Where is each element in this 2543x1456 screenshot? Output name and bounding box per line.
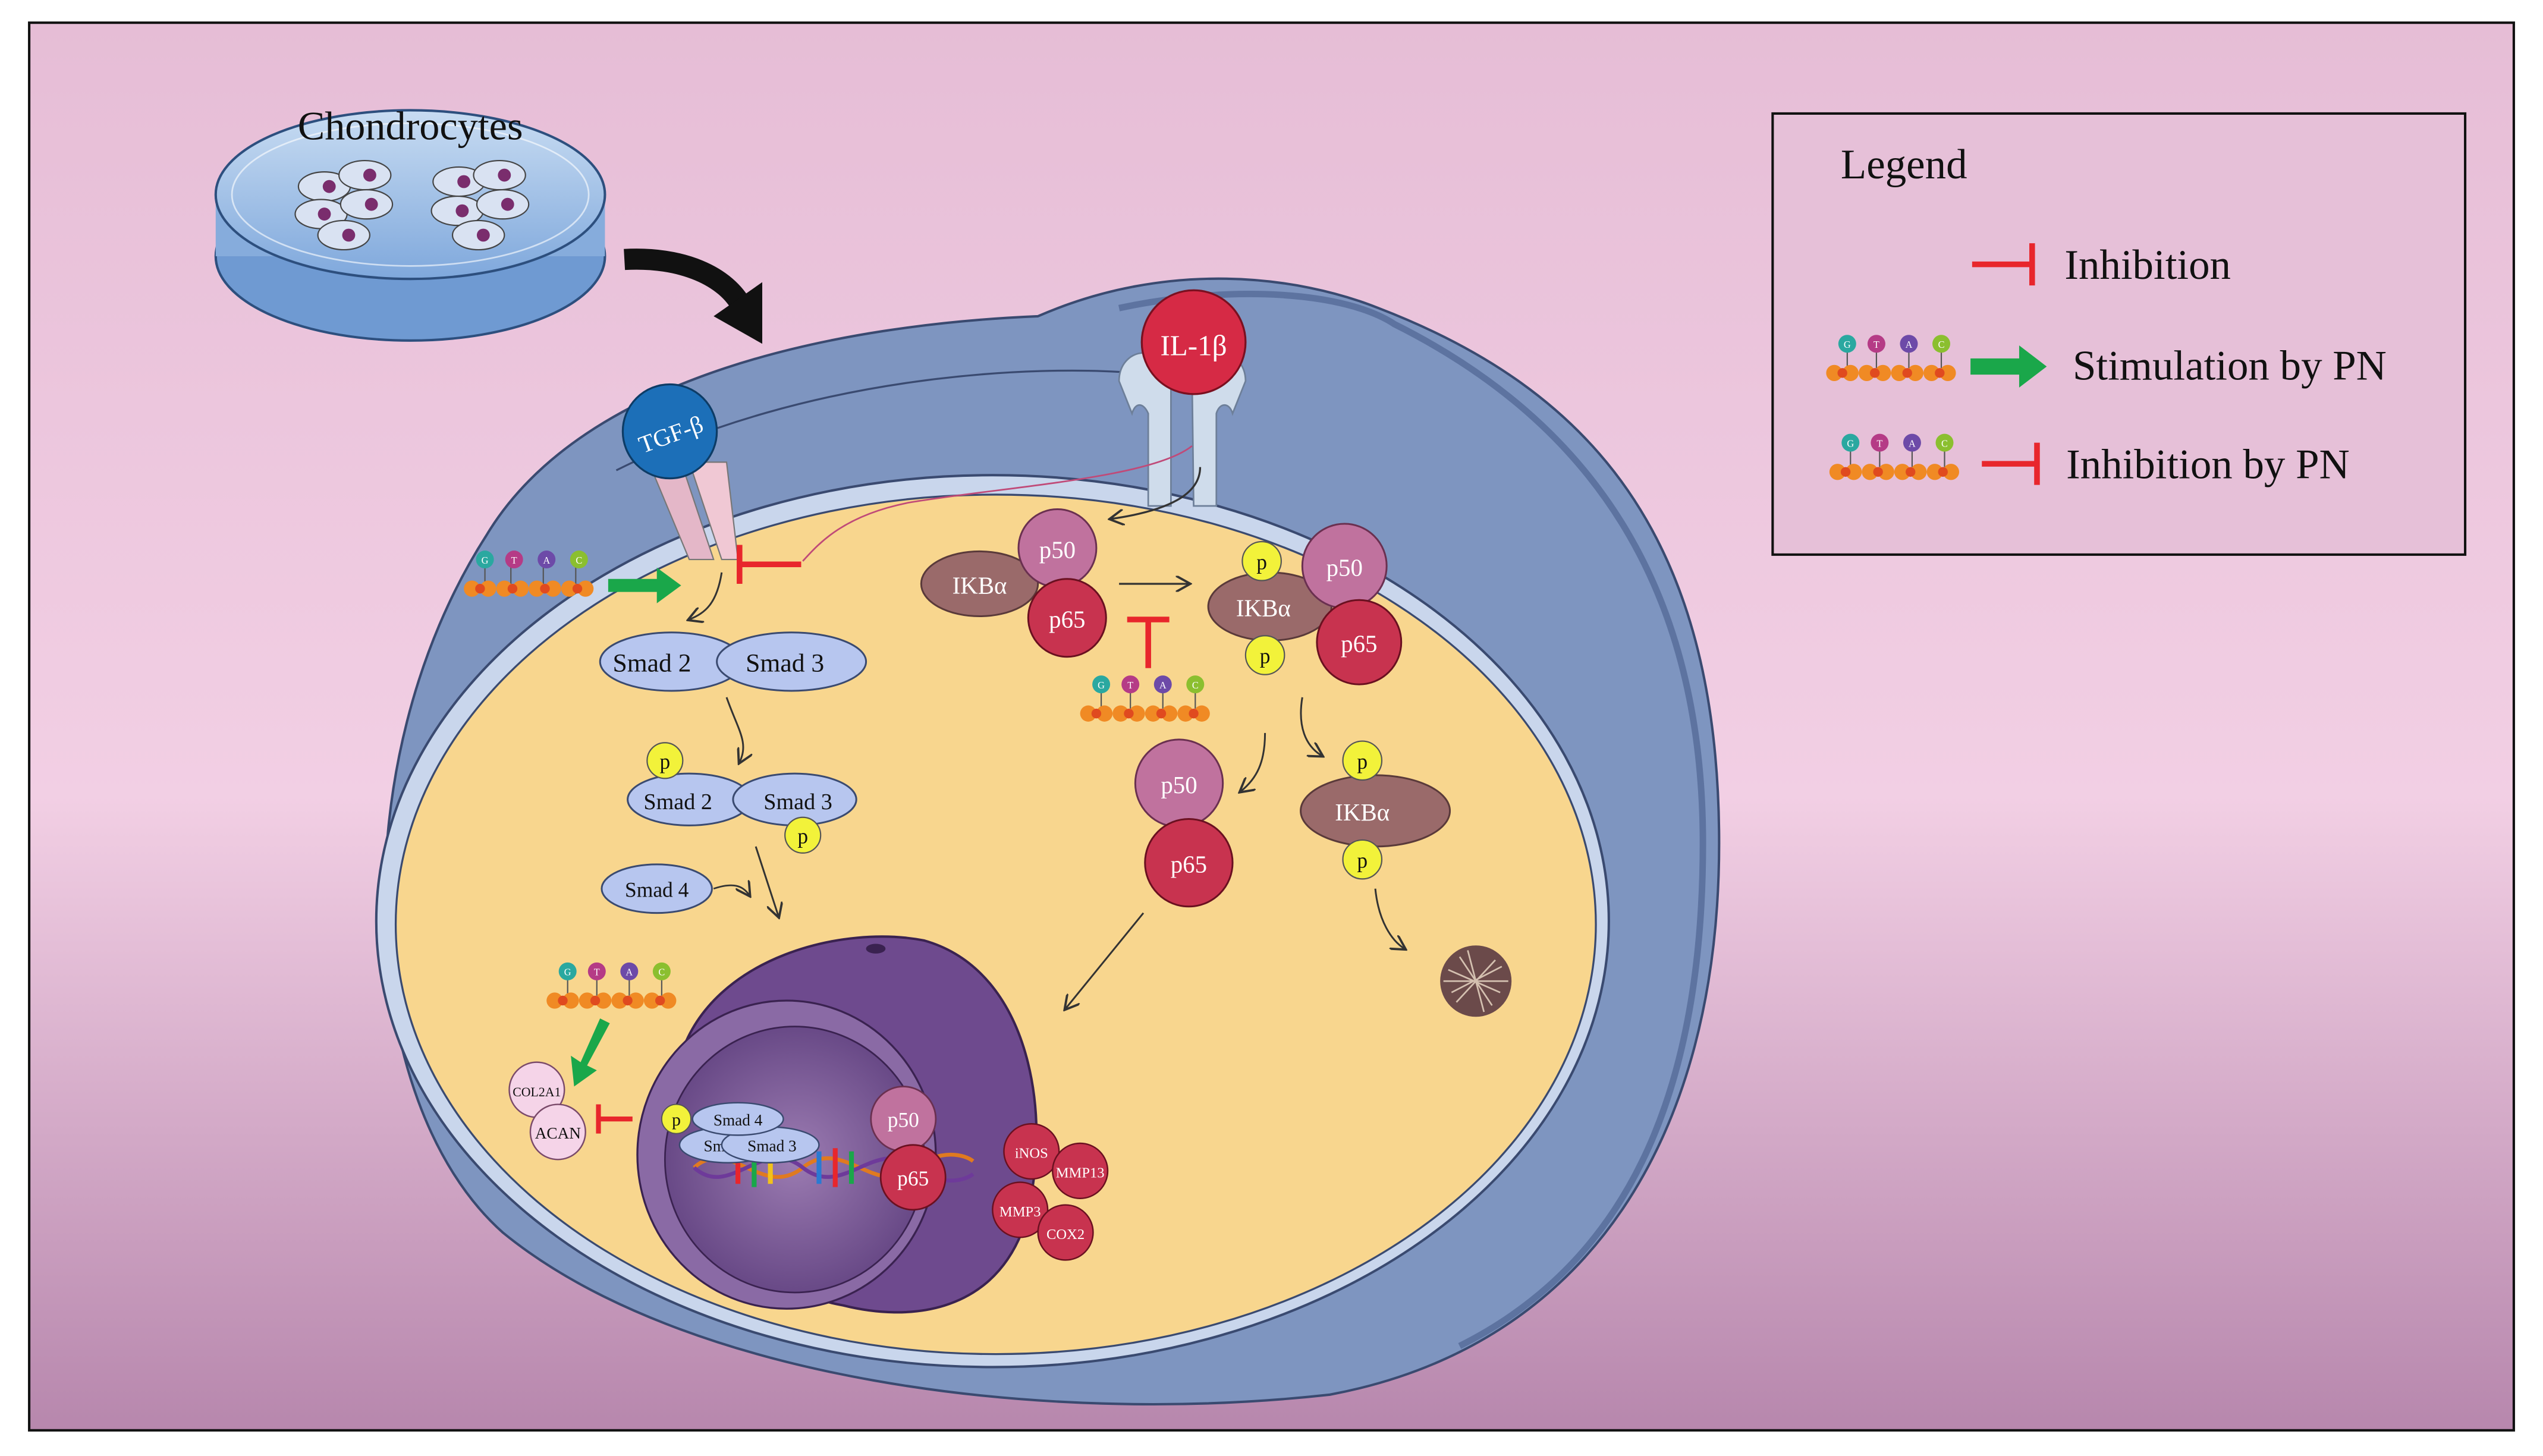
svg-text:COX2: COX2 bbox=[1046, 1227, 1085, 1243]
svg-text:Smad 4: Smad 4 bbox=[713, 1111, 763, 1129]
nucleotide-letter: G bbox=[1098, 680, 1105, 691]
il1-receptor: IL-1β bbox=[1118, 289, 1247, 507]
stimulation-arrow-tgf bbox=[608, 567, 681, 603]
svg-text:p: p bbox=[1260, 644, 1271, 668]
svg-text:IKBα: IKBα bbox=[1236, 595, 1291, 622]
svg-text:MMP13: MMP13 bbox=[1056, 1165, 1105, 1181]
svg-text:p65: p65 bbox=[897, 1166, 929, 1190]
svg-text:COL2A1: COL2A1 bbox=[513, 1085, 561, 1099]
nucleotide-letter: T bbox=[511, 555, 517, 566]
nucleotide-letter: C bbox=[1938, 339, 1945, 350]
tgf-receptor: TGF-β bbox=[621, 383, 739, 561]
il1-crosstalk-line bbox=[802, 445, 1193, 562]
il1-ligand bbox=[1140, 289, 1247, 395]
smad4-node bbox=[601, 863, 713, 914]
nucleotide-letter: G bbox=[482, 555, 489, 566]
nfkb-pathway: IKBα p50 p65 IKBα p p p50 p65 p50 p65 IK… bbox=[920, 467, 1512, 1017]
nucleotide-letter: A bbox=[1159, 680, 1167, 691]
nucleotide-letter: A bbox=[1906, 339, 1913, 350]
anabolic-genes: G T A C COL2A1 ACAN bbox=[508, 962, 677, 1161]
svg-text:p65: p65 bbox=[1171, 851, 1207, 878]
svg-text:p50: p50 bbox=[1039, 536, 1076, 563]
ikba-node bbox=[920, 550, 1039, 618]
svg-text:p: p bbox=[1357, 848, 1368, 872]
il1-label: IL-1β bbox=[1160, 329, 1227, 361]
nucleotide-letter: C bbox=[658, 967, 665, 978]
dish-label: Chondrocytes bbox=[298, 103, 523, 149]
svg-text:p50: p50 bbox=[1161, 772, 1197, 798]
svg-text:p: p bbox=[659, 750, 670, 773]
smad-pathway: Smad 2 Smad 3 Smad 2 Smad 3 p p Smad 4 bbox=[599, 572, 867, 916]
nucleotide-letter: A bbox=[1909, 438, 1916, 449]
svg-text:Smad 3: Smad 3 bbox=[747, 1137, 797, 1155]
nucleotide-letter: G bbox=[1844, 339, 1851, 350]
nucleotide-letter: G bbox=[564, 967, 571, 978]
svg-text:Smad 2: Smad 2 bbox=[612, 649, 691, 677]
smad3-node bbox=[716, 631, 867, 692]
svg-text:IKBα: IKBα bbox=[953, 572, 1007, 599]
legend-title: Legend bbox=[1841, 141, 1967, 188]
legend-stimulation-label: Stimulation by PN bbox=[2073, 342, 2387, 389]
cell-membrane-shade bbox=[1118, 291, 1706, 1349]
nucleotide-letter: T bbox=[1876, 438, 1882, 449]
inflammatory-genes: iNOS MMP13 MMP3 COX2 bbox=[992, 1123, 1109, 1261]
petri-dish: Chondrocytes bbox=[214, 103, 606, 342]
nucleotide-letter: C bbox=[1192, 680, 1199, 691]
nucleotide-letter: T bbox=[1127, 680, 1133, 691]
svg-text:p65: p65 bbox=[1341, 631, 1377, 658]
svg-text:p: p bbox=[1256, 550, 1267, 574]
svg-text:ACAN: ACAN bbox=[535, 1124, 581, 1142]
nucleus: Smad 2 Smad 3 Smad 4 p p50 p65 bbox=[636, 935, 1038, 1314]
tgf-ligand bbox=[621, 383, 718, 480]
svg-text:IKBα: IKBα bbox=[1335, 799, 1390, 826]
phospho-smad2 bbox=[646, 742, 684, 779]
svg-text:MMP3: MMP3 bbox=[999, 1204, 1041, 1220]
nucleotide-letter: A bbox=[625, 967, 633, 978]
svg-text:p65: p65 bbox=[1049, 606, 1085, 633]
nucleotide-letter: T bbox=[1874, 339, 1879, 350]
transfer-arrow bbox=[624, 249, 753, 313]
nucleotide-letter: T bbox=[594, 967, 600, 978]
svg-text:p50: p50 bbox=[1326, 554, 1363, 581]
nucleotide-letter: C bbox=[576, 555, 582, 566]
svg-text:Smad 3: Smad 3 bbox=[746, 649, 824, 677]
nucleotide-letter: A bbox=[543, 555, 550, 566]
phospho-smad3 bbox=[784, 816, 822, 854]
p65-node bbox=[1027, 578, 1107, 658]
nucleotide-letter: C bbox=[1941, 438, 1948, 449]
legend-box bbox=[1771, 112, 2467, 556]
nucleotide-letter: G bbox=[1847, 438, 1854, 449]
transfer-arrowhead bbox=[713, 282, 763, 344]
svg-text:Smad 2: Smad 2 bbox=[643, 790, 712, 815]
legend-inhibition-label: Inhibition bbox=[2064, 242, 2231, 288]
svg-text:p: p bbox=[672, 1110, 681, 1130]
svg-text:iNOS: iNOS bbox=[1015, 1146, 1048, 1162]
svg-text:Smad 4: Smad 4 bbox=[625, 878, 689, 901]
svg-text:Smad 3: Smad 3 bbox=[763, 790, 832, 815]
legend-stimulation-icon bbox=[1970, 345, 2047, 388]
legend-pn-inhibition-label: Inhibition by PN bbox=[2066, 442, 2350, 488]
svg-text:p50: p50 bbox=[888, 1108, 919, 1132]
svg-text:p: p bbox=[797, 824, 808, 848]
svg-text:p: p bbox=[1357, 750, 1368, 773]
legend: Legend Inhibition G T A C Stimulation by PN bbox=[1771, 112, 2467, 556]
stimulation-arrow-genes bbox=[571, 1018, 610, 1087]
